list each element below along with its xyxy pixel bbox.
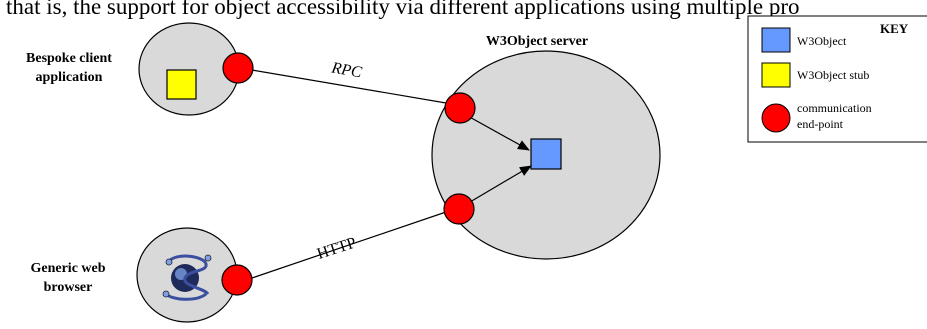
client-endpoint-icon — [222, 52, 254, 84]
key-stub-icon — [761, 62, 791, 88]
caption-text: that is, the support for object accessib… — [6, 0, 800, 19]
client-label-line1: Bespoke client — [26, 51, 112, 66]
server-http-endpoint-icon — [443, 193, 475, 225]
http-arrow — [469, 165, 532, 203]
key-endpoint-icon — [761, 103, 791, 133]
key-legend: KEY W3Object W3Object stub communication… — [747, 15, 927, 143]
web-browser-logo-icon — [162, 254, 212, 301]
browser-endpoint-icon — [221, 264, 253, 296]
rpc-label: RPC — [329, 59, 363, 81]
rpc-arrow — [465, 114, 530, 151]
key-item-endpoint-line1: communication — [797, 101, 872, 115]
key-item-w3object: W3Object — [797, 34, 847, 48]
rpc-edge: RPC — [251, 59, 530, 151]
w3object-stub-icon — [166, 69, 197, 100]
key-w3object-icon — [761, 27, 791, 53]
rpc-line — [251, 69, 447, 104]
server-label: W3Object server — [486, 34, 588, 49]
browser-node: Generic web browser — [30, 227, 238, 323]
client-node: Bespoke client application — [26, 22, 240, 116]
w3object-icon — [530, 138, 562, 170]
client-label-line2: application — [36, 70, 103, 85]
http-label: HTTP — [315, 234, 358, 263]
server-rpc-endpoint-icon — [444, 92, 476, 124]
browser-label-line1: Generic web — [30, 261, 105, 276]
http-line — [251, 211, 447, 279]
key-item-stub: W3Object stub — [797, 68, 869, 82]
key-title: KEY — [880, 21, 909, 36]
server-node: W3Object server — [431, 34, 661, 260]
browser-label-line2: browser — [44, 280, 93, 295]
key-item-endpoint-line2: end-point — [797, 117, 844, 131]
